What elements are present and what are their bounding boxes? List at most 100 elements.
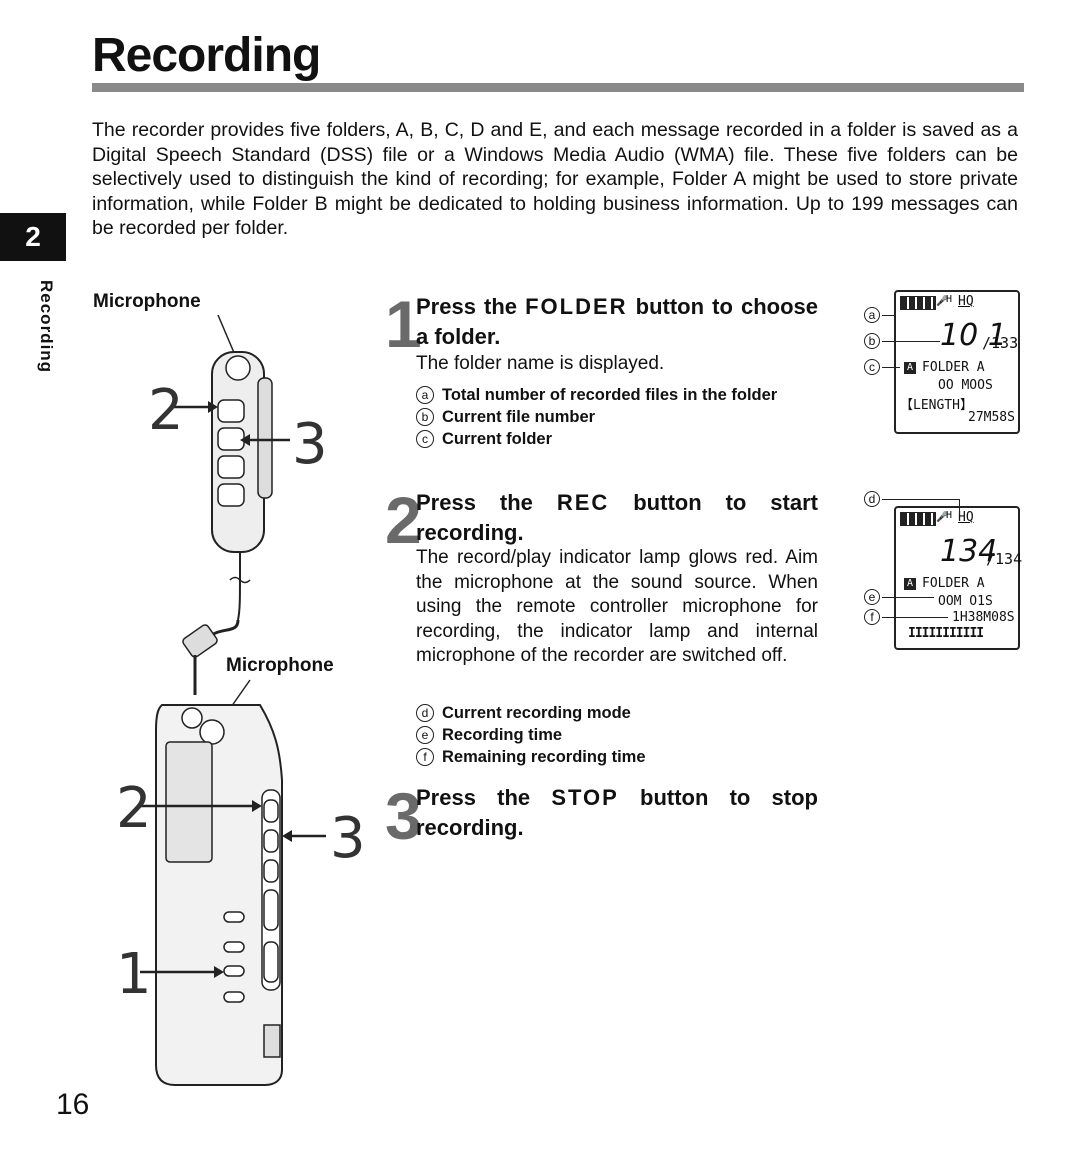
intro-paragraph: The recorder provides five folders, A, B… [92,119,1018,239]
play-button-icon [263,859,279,883]
page-title: Recording [92,29,321,82]
top-mic-pointer [217,314,236,356]
callout-row: f Remaining recording time [416,746,818,768]
lcd-display-1: 🎤 H HQ 10 1 /133 A FOLDER A OO MOOS 【LEN… [894,290,1020,434]
callout-badge: d [416,704,434,722]
recorder-body [155,704,283,1086]
lcd1-leader-a [882,315,896,316]
callout-text: Current recording mode [442,704,631,722]
folder-keyword: FOLDER [525,294,628,319]
lcd2-badge-f: f [864,609,880,625]
lcd2-leader-d [882,499,960,500]
recorder-arrow-3-icon [282,830,292,842]
folder-label: FOLDER A [922,360,985,375]
recorder-arrow-2-number: 2 [116,776,152,841]
lcd1-leader-b [882,341,940,342]
stop-button-icon [263,829,279,853]
recorder-illustration [140,314,326,1086]
lcd2-leader-e [882,597,934,598]
length-label: 【LENGTH】 [900,398,973,413]
side-label: Recording [37,280,56,374]
callout-text: Recording time [442,726,563,744]
title-rule [92,83,1024,92]
ff-rew-button-icon [263,889,279,931]
remote-stop-button-icon [217,427,245,451]
lcd1-badge-a: a [864,307,880,323]
remote-arrow-3-number: 3 [292,412,328,477]
callout-text: Current folder [442,430,553,448]
menu-button-icon [223,965,245,977]
chapter-tab: 2 [0,213,66,261]
volume-button-icon [263,941,279,983]
step-3-heading: Press the STOP button to stop recording. [416,785,818,840]
remote-play-button-icon [217,455,245,479]
sensitivity-indicator: H [946,510,953,521]
sensitivity-indicator: H [946,294,953,305]
remote-rec-button-icon [217,399,245,423]
step-1-number: 1 [385,287,422,361]
current-file-number: 134 [940,534,998,569]
step-3-number: 3 [385,779,422,853]
total-file-count: /134 [986,550,1023,568]
file-name: OOM O1S [938,594,993,609]
folder-icon: A [904,362,916,374]
recording-mode: HQ [958,510,974,525]
lcd1-leader-c [882,367,900,368]
battery-icon [900,296,936,310]
battery-icon [900,512,936,526]
page-number: 16 [56,1088,90,1121]
callout-row: b Current file number [416,406,818,428]
file-name: OO MOOS [938,378,993,393]
lcd-window [165,741,213,863]
folder-icon: A [904,578,916,590]
remote-controller [211,351,273,572]
callout-row: a Total number of recorded files in the f… [416,384,818,406]
lcd-display-2: 🎤 H HQ 134 /134 A FOLDER A OOM O1S 1H38M… [894,506,1023,650]
lcd1-badge-b: b [864,333,880,349]
step-1-callouts: a Total number of recorded files in the f… [416,384,818,450]
level-meter: ΙΙΙΙΙΙΙΙΙΙΙ [908,626,984,641]
remote-index-button-icon [217,483,245,507]
total-file-count: /133 [982,334,1019,352]
top-microphone-label: Microphone [93,291,201,312]
remaining-time: 1H38M08S [952,610,1015,625]
recorder-arrow-2-icon [252,800,262,812]
erase-button-icon [223,991,245,1003]
callout-badge: a [416,386,434,404]
recorder-arrow-1-number: 1 [116,942,152,1007]
callout-badge: b [416,408,434,426]
callout-badge: f [416,748,434,766]
plug-icon [182,624,218,658]
stop-keyword: STOP [551,785,619,810]
cable [237,571,241,621]
callout-badge: e [416,726,434,744]
lcd2-badge-e: e [864,589,880,605]
callout-text: Total number of recorded files in the fo… [442,386,778,404]
rec-keyword: REC [556,490,610,515]
lcd1-badge-c: c [864,359,880,375]
length-value: 27M58S [968,410,1015,425]
remote-arrow-3-icon [240,434,250,446]
mic-sensitivity-icon: 🎤 [936,296,949,307]
lcd2-leader-d-vertical [959,499,960,515]
step-2-heading: Press the REC button to start recording. [416,490,818,545]
step-1-body: The folder name is displayed. [416,353,665,374]
callout-text: Remaining recording time [442,748,646,766]
remote-mic-grille-icon [225,355,251,381]
bottom-microphone-label: Microphone [226,655,334,676]
jack-icon [181,707,203,729]
hold-switch-icon [263,1024,281,1058]
step-2-number: 2 [385,483,422,557]
remote-arrow-2-number: 2 [148,378,184,443]
callout-text: Current file number [442,408,596,426]
recording-mode: HQ [958,294,974,309]
step-1-heading: Press the FOLDER button to choose a fold… [416,294,818,349]
lcd2-leader-f [882,617,948,618]
callout-row: d Current recording mode [416,702,818,724]
folder-label: FOLDER A [922,576,985,591]
rec-button-icon [263,799,279,823]
lcd2-badge-d: d [864,491,880,507]
index-button-icon [223,941,245,953]
